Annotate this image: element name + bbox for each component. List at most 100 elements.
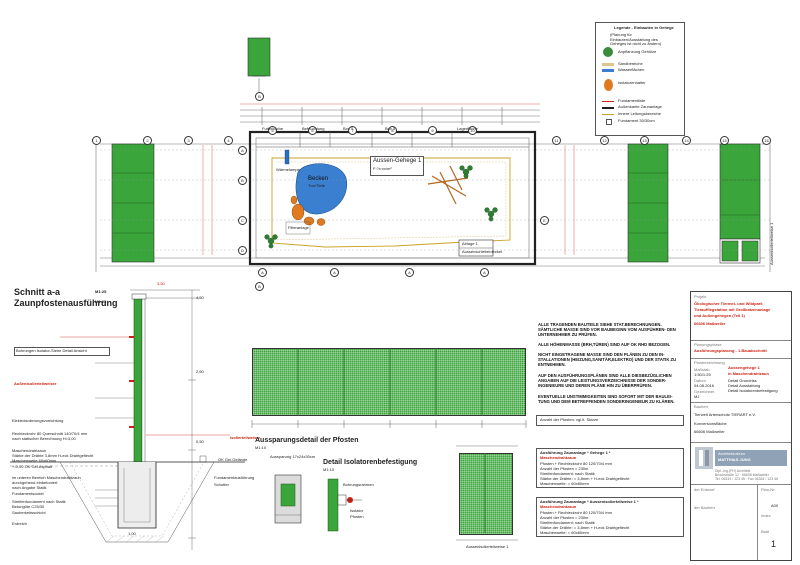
sign-right: der Bauherr — [694, 505, 716, 510]
isolator-label-2: Isolator — [350, 508, 364, 513]
scale-label: Maßstab — [694, 367, 710, 372]
right-label-1: Fundamentausführung — [214, 475, 255, 480]
isolator-title: Detail Isolatorenbefestigung — [323, 459, 418, 466]
axis-bubble-12: 12 — [600, 136, 609, 145]
schedule-1-line-3: Streifenfundament: nach Statik — [540, 471, 595, 476]
legend-post-icon — [606, 119, 612, 125]
company-banner: Architekturbüro MATTHIAS JUNG — [715, 450, 787, 466]
note-3: NICHT EINGETRAGENE MASSE SIND DEN PLÄNEN… — [538, 352, 677, 367]
notes-block: ALLE TRAGENDEN BAUTEILE SIEHE STAT.BEREC… — [538, 322, 686, 414]
axis-bubble-7: 7 — [348, 126, 357, 135]
sheet-label: Blatt — [761, 529, 770, 534]
legend-item-2: Sandbereiche — [618, 61, 643, 66]
axis-bubble-6: 6 — [308, 126, 317, 135]
lower-line-1: im unteren Bereich Maschendrahtzaun — [12, 475, 81, 480]
note-4: AUF DEN AUSFÜHRUNGSPLÄNEN SIND ALLE DIES… — [538, 373, 672, 388]
aussparung-title: Aussparungsdetail der Pfosten — [255, 437, 359, 444]
project-label: Projekt — [694, 294, 707, 299]
legend-foundation-swatch — [602, 101, 614, 102]
phase-label: Planungsphase — [694, 342, 722, 347]
legend-item-8: Fundament 30/30cm — [618, 118, 655, 123]
plan-line-4: Detail Ausstattung — [728, 383, 761, 388]
small-elevation-dims — [456, 445, 518, 541]
lower-line-3: nach Angabe Statik — [12, 485, 47, 490]
right-label-2: Schotter — [214, 482, 229, 487]
note-2: ALLE HÖHENMASSE (BRH,TÜREN) SIND AUF OK … — [538, 342, 671, 347]
plan-line-2: in Maschendrahtzaun — [728, 371, 769, 376]
sign-left: der Entwurf — [694, 487, 715, 492]
client-line-1: Tierwelt Artenschutz TIERART e.V. — [694, 412, 756, 417]
schedule-1-line-2: Anzahl der Pfosten = 230m — [540, 466, 589, 471]
company-logo — [695, 447, 713, 469]
lower-line-4: Fundamentsockel — [12, 491, 44, 496]
axis-bubble-1: 1 — [92, 136, 101, 145]
fence-elevation-small — [459, 453, 513, 535]
filter-label: Filteranlage — [288, 225, 309, 230]
legend-sand-swatch — [602, 63, 614, 66]
schedule-1-title: Ausführung Zaunanlage * Gehege 1 * — [540, 450, 611, 455]
axis-bubble-11: 11 — [552, 136, 561, 145]
legend-item-4: Isolatorenhalter — [618, 80, 646, 85]
schedule-block-2: Ausführung Zaunanlage * Aussenisoliertei… — [536, 497, 684, 537]
dim-050: 0,50 — [196, 439, 204, 444]
enclosure-label-box — [370, 156, 424, 176]
lower-line-5: Streifenfundament nach Statik — [12, 499, 66, 504]
axis-bubble-e: E — [540, 216, 549, 225]
plan-label: Planbezeichnung — [694, 360, 725, 365]
index-value: A00 — [771, 503, 779, 508]
ground-label-right: OK Gel.Gelände — [218, 457, 248, 462]
project-line-1: Ökologischer Tiermel- und Wildpark — [694, 301, 763, 306]
schedule-2-title: Ausführung Zaunanlage * Aussenisoliertei… — [540, 499, 639, 504]
section-note-text: Bohrungen Isolator-Siehe Detail Ansicht — [16, 348, 87, 353]
axis-bubble-14: 14 — [682, 136, 691, 145]
elevation-posts — [297, 348, 483, 416]
company-name: MATTHIAS JUNG — [718, 457, 751, 462]
title-block: Projekt Ökologischer Tiermel- und Wildpa… — [690, 291, 792, 561]
axis-bubble-16: 16 — [762, 136, 771, 145]
client-line-3: 66606 Maßweiler — [694, 429, 725, 434]
axis-bubble-4: 4 — [224, 136, 233, 145]
section-bubble-a2: A — [330, 268, 339, 277]
company-top-text: Architekturbüro — [718, 451, 746, 456]
insulator-label-mid: Isolierteilweiser — [230, 435, 261, 440]
schedule-1-sub: Maschendrahtzaun — [540, 455, 577, 460]
date-value: 04.08.2016 — [694, 383, 715, 388]
legend-water-swatch — [602, 69, 614, 72]
schedule-block-1: Ausführung Zaunanlage * Gehege 1 * Masch… — [536, 448, 684, 488]
schedule-header: Anzahl der Pfosten: vgl.lt. Skizze — [540, 417, 599, 422]
ground-label: +-0,00 OK Gel.Asphalt — [12, 464, 53, 469]
section-bubble-a4: A — [480, 268, 489, 277]
section-marker-bottom: B — [255, 282, 264, 291]
plan-line-1: Aussengehege 1 — [728, 365, 760, 370]
company-line-2: Bruchstraße 12 · 66606 Maßweiler — [715, 473, 769, 477]
section-bubble-a3: A — [405, 268, 414, 277]
heater-label: Wärmelampe — [276, 167, 300, 172]
enclosure-label: Aussen-Gehege 1 — [373, 158, 422, 164]
axis-bubble-8: 8 — [388, 126, 397, 135]
axis-bubble-2: 2 — [143, 136, 152, 145]
section-title: Schnitt a-a — [14, 287, 61, 297]
schedule-header-box: Anzahl der Pfosten: vgl.lt. Skizze — [536, 415, 684, 426]
client-label: Bauherr — [694, 404, 709, 409]
axis-bubble-15: 15 — [720, 136, 729, 145]
spec-line-2: Rechteckrohr 80 Querschnitt 140/70/4 mm — [12, 431, 88, 436]
lower-line-6: Betongüte C25/30 — [12, 504, 45, 509]
axis-bubble-d: D — [238, 246, 247, 255]
small-box-1-label: Ablage 1 — [462, 241, 478, 246]
room-label-3: Box 5 — [343, 126, 354, 131]
client-line-2: Konversionsfläche — [694, 421, 727, 426]
section-marker-top: B — [255, 92, 264, 101]
phase-value: Ausführungsplanung - 1.Bauabschnitt — [694, 348, 767, 353]
isolator-label-1: Bohrungsrahmen — [343, 482, 374, 487]
dim-260: 2,60 — [196, 369, 204, 374]
section-note-box — [14, 347, 110, 356]
dim-100: 1,00 — [128, 531, 136, 536]
schedule-2-line-2: Anzahl der Pfosten = 230m — [540, 515, 589, 520]
axis-bubble-3: 3 — [184, 136, 193, 145]
drawn-label: Gezeichnet — [694, 389, 715, 394]
legend-item-7: Innere Leitungsbereiche — [618, 111, 661, 116]
schedule-1-line-5: Maschenweite: = 60x60mm — [540, 481, 589, 486]
axis-bubble-5: 5 — [268, 126, 277, 135]
note-1: ALLE TRAGENDEN BAUTEILE SIEHE STAT.BEREC… — [538, 322, 676, 337]
axis-bubble-c: C — [238, 216, 247, 225]
